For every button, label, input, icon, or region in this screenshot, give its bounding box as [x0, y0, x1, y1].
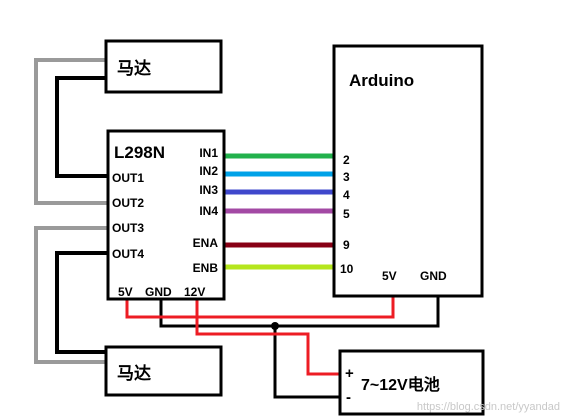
arduino-pin-3: 3 — [343, 170, 350, 184]
battery-minus: - — [346, 389, 351, 406]
ground-wires — [159, 296, 440, 399]
l298n-in1: IN1 — [199, 146, 218, 160]
motor-wires-black — [55, 76, 110, 354]
l298n-5v: 5V — [118, 285, 133, 299]
motor-bottom: 马达 — [104, 345, 223, 397]
arduino-gnd: GND — [420, 269, 447, 283]
motor-wires-gray — [34, 58, 110, 364]
l298n-out1: OUT1 — [112, 171, 144, 185]
motor-top: 马达 — [104, 39, 223, 94]
l298n-out2: OUT2 — [112, 196, 144, 210]
wire-motor-top-out1 — [55, 76, 110, 178]
wire-out4-motor-bottom — [55, 251, 110, 354]
arduino-pin-10: 10 — [340, 262, 354, 276]
wire-12v — [195, 299, 343, 376]
l298n-in2: IN2 — [199, 164, 218, 178]
l298n-board: L298N OUT1 OUT2 OUT3 OUT4 IN1 IN2 IN3 IN… — [106, 129, 226, 301]
l298n-enb: ENB — [193, 261, 219, 275]
arduino-pin-5: 5 — [343, 207, 350, 221]
arduino-pin-4: 4 — [343, 188, 350, 202]
l298n-title: L298N — [114, 143, 165, 162]
ground-junction — [271, 322, 279, 330]
l298n-out3: OUT3 — [112, 221, 144, 235]
signal-wires — [224, 153, 334, 270]
wire-5v — [125, 296, 395, 319]
arduino-pin-9: 9 — [343, 238, 350, 252]
l298n-12v: 12V — [184, 285, 205, 299]
motor-bottom-label: 马达 — [117, 363, 151, 383]
battery: + - 7~12V电池 — [338, 349, 485, 416]
arduino-5v: 5V — [382, 269, 397, 283]
l298n-in3: IN3 — [199, 183, 218, 197]
watermark: https://blog.csdn.net/yyandad — [417, 401, 560, 413]
battery-plus: + — [345, 365, 354, 382]
wire-gnd-bus — [159, 296, 440, 328]
arduino-pin-2: 2 — [343, 153, 350, 167]
battery-label: 7~12V电池 — [361, 375, 440, 394]
motor-top-label: 马达 — [117, 58, 151, 78]
arduino-title: Arduino — [349, 71, 414, 90]
arduino-board: Arduino 2 3 4 5 9 10 5V GND — [332, 44, 484, 298]
l298n-in4: IN4 — [199, 204, 218, 218]
l298n-out4: OUT4 — [112, 247, 144, 261]
l298n-ena: ENA — [193, 236, 219, 250]
wire-gnd-battery — [273, 326, 343, 399]
power-wires — [125, 296, 395, 376]
wire-motor-top-out2 — [34, 58, 110, 205]
wire-out3-motor-bottom — [34, 226, 110, 364]
l298n-gnd: GND — [145, 285, 172, 299]
